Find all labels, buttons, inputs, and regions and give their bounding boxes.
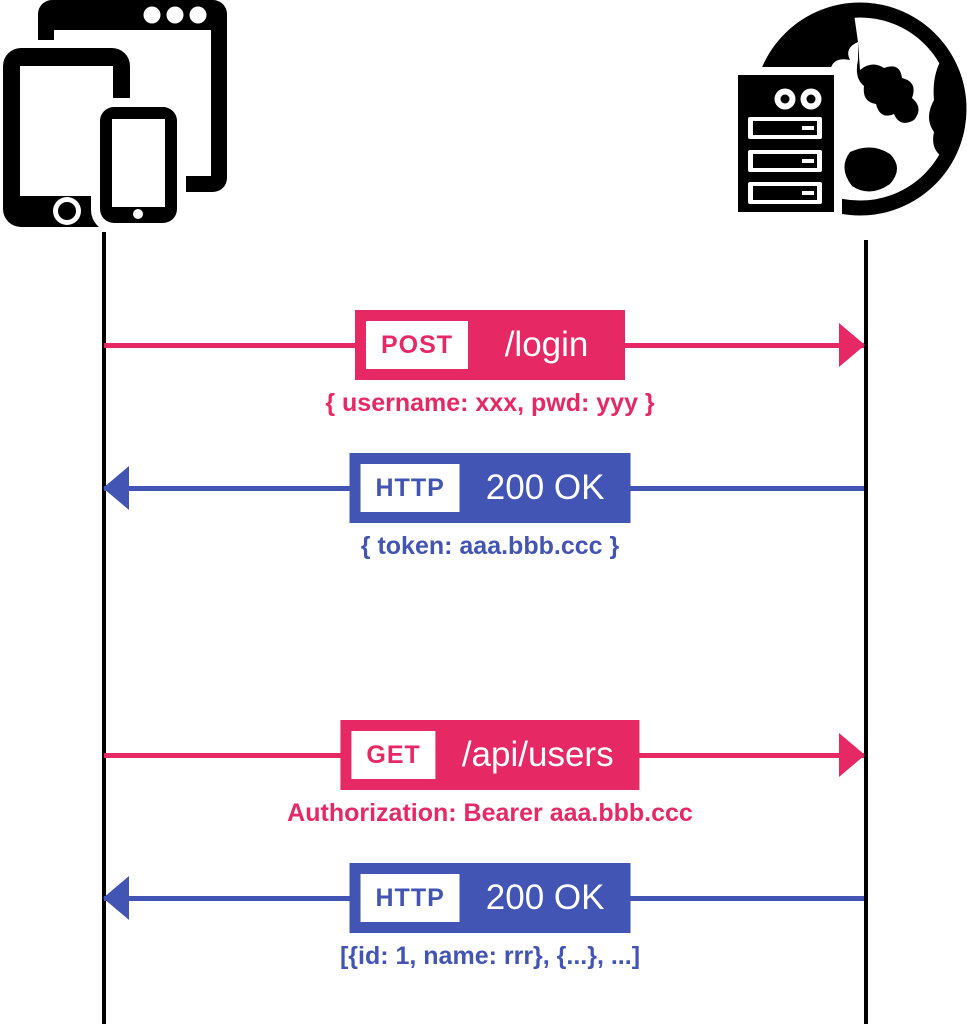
message-label: HTTP 200 OK (349, 863, 631, 933)
server-globe-icon (732, 2, 967, 220)
arrowhead-left-icon (103, 466, 129, 510)
method-badge: HTTP (360, 464, 460, 512)
arrowhead-right-icon (839, 733, 865, 777)
client-devices-icon (0, 0, 227, 232)
message-body: { username: xxx, pwd: yyy } (325, 389, 655, 417)
arrowhead-right-icon (839, 323, 865, 367)
lifeline-client (102, 232, 106, 1024)
message-body: [{id: 1, name: rrr}, {...}, ...] (339, 942, 641, 970)
message-label: POST /login (355, 310, 625, 380)
method-badge: GET (351, 731, 436, 779)
message-body: Authorization: Bearer aaa.bbb.ccc (287, 799, 693, 827)
path-label: 200 OK (485, 878, 605, 917)
lifeline-server (864, 240, 868, 1024)
arrowhead-left-icon (103, 876, 129, 920)
method-badge: HTTP (360, 874, 460, 922)
message-label: HTTP 200 OK (349, 453, 631, 523)
server-rack-icon (732, 67, 842, 220)
path-label: 200 OK (485, 468, 605, 507)
message-label: GET /api/users (340, 720, 640, 790)
phone-icon (91, 98, 186, 232)
path-label: /login (504, 325, 589, 364)
path-label: /api/users (461, 735, 614, 774)
message-body: { token: aaa.bbb.ccc } (360, 532, 620, 560)
method-badge: POST (366, 321, 469, 369)
